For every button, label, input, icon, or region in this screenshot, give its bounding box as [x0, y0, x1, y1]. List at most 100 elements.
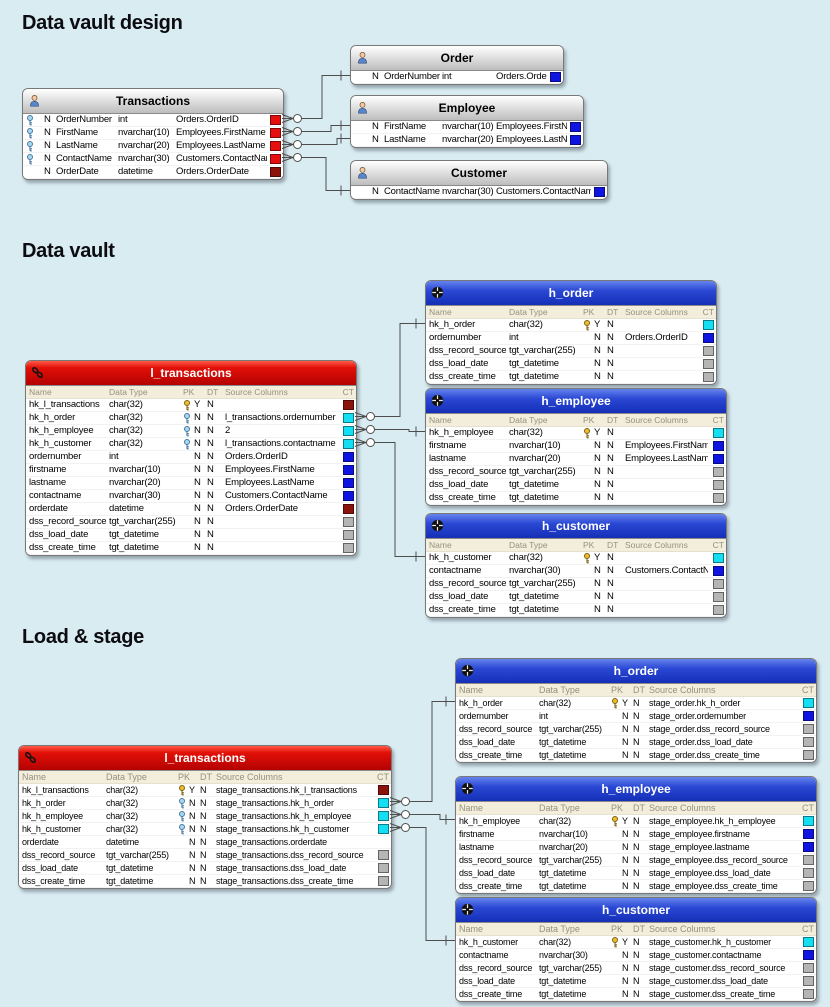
pk-cell: N [178, 797, 200, 809]
column-name: contactname [429, 565, 482, 576]
column-source: stage_order.ordernumber [649, 711, 746, 721]
table-title-bar[interactable]: h_customer [426, 514, 726, 539]
table-title-bar[interactable]: Transactions [23, 89, 283, 114]
column-row[interactable]: NFirstNamenvarchar(10)Employees.FirstNam… [351, 121, 583, 134]
ct-color-block [378, 850, 389, 860]
dt-cell: N [207, 516, 214, 527]
column-name: dss_create_time [22, 876, 86, 886]
gold-key-icon [611, 936, 621, 948]
ct-color-block [803, 737, 814, 747]
ct-color-block [378, 824, 389, 834]
table-title-bar[interactable]: Customer [351, 161, 607, 186]
ct-color-block [713, 480, 724, 490]
table-title-bar[interactable]: h_employee [426, 389, 726, 414]
column-source: Orders.OrderID [176, 114, 239, 125]
column-type: nvarchar(20) [109, 477, 161, 488]
table-title-bar[interactable]: h_order [426, 281, 716, 306]
table-title-bar[interactable]: h_employee [456, 777, 816, 802]
pk-cell: N [594, 565, 601, 576]
table-title: h_employee [541, 394, 611, 408]
table-title-bar[interactable]: l_transactions [19, 746, 391, 771]
column-type: int [509, 332, 519, 343]
table-title-bar[interactable]: Order [351, 46, 563, 71]
table-title-bar[interactable]: h_customer [456, 898, 816, 923]
table-title-bar[interactable]: Employee [351, 96, 583, 121]
table-title-bar[interactable]: h_order [456, 659, 816, 684]
table-title-bar[interactable]: l_transactions [26, 361, 356, 386]
